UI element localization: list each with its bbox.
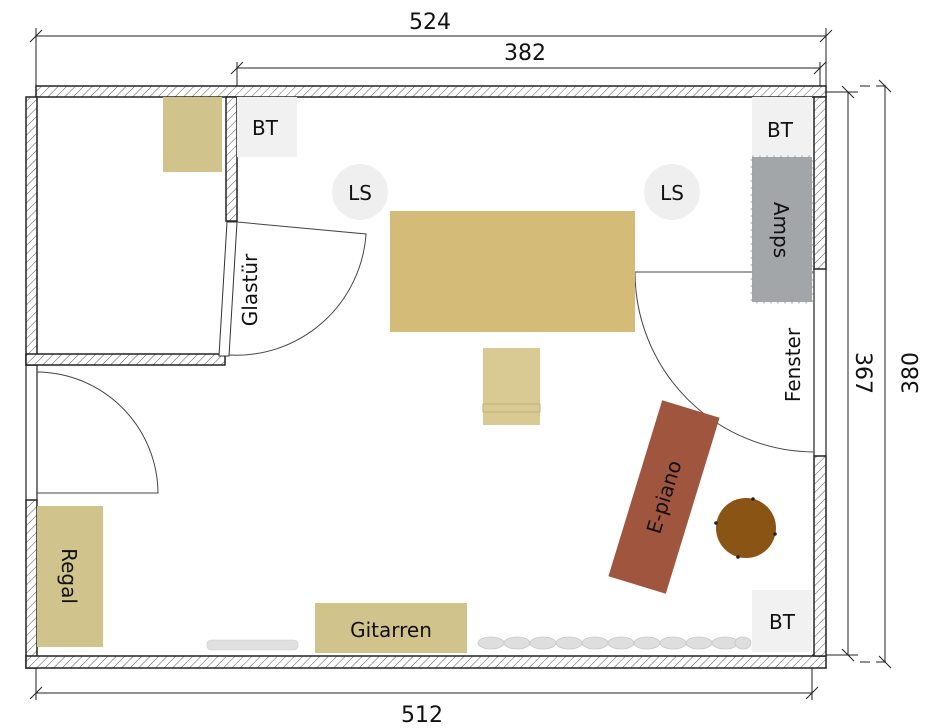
dimension-label-512: 512 [401, 703, 443, 728]
e-piano: E-piano [608, 400, 720, 594]
dimension-bottom-width [29, 668, 819, 700]
shelf: Regal [37, 506, 103, 647]
stool [714, 497, 777, 559]
wall-right-upper [813, 96, 827, 270]
bt-label: BT [767, 118, 794, 142]
dimension-label-382: 382 [504, 41, 546, 66]
wall-right-lower [813, 455, 827, 657]
openings [25, 269, 827, 500]
dimension-label-367: 367 [850, 352, 875, 394]
amps-label: Amps [769, 202, 793, 258]
bt-label: BT [769, 610, 796, 634]
guitars: Gitarren [315, 603, 467, 653]
glass-door-leaf[interactable] [218, 221, 238, 357]
shelf-label: Regal [57, 548, 81, 604]
desk [390, 211, 635, 332]
speaker-right: LS [644, 164, 700, 220]
speaker-label: LS [660, 181, 684, 205]
dimension-label-380: 380 [899, 352, 924, 394]
glass-door-label: Glastür [238, 253, 262, 326]
guitars-label: Gitarren [350, 618, 432, 642]
bt-marker-bottom-right: BT [752, 590, 812, 652]
chair [482, 348, 541, 425]
walls [25, 85, 827, 669]
dimension-outer-height [860, 79, 892, 669]
dimension-total-width [29, 28, 833, 88]
wall-left-lower [25, 499, 38, 669]
dimension-label-524: 524 [409, 10, 451, 35]
glass-door-swing [228, 221, 367, 356]
amps: Amps [750, 155, 814, 304]
entry-door-swing[interactable] [36, 371, 159, 494]
window-label: Fenster [781, 327, 805, 402]
pedals-left [206, 639, 299, 651]
wall-bottom [25, 655, 827, 669]
wall-inner-horizontal [25, 353, 226, 366]
wall-inner-vertical [225, 96, 238, 222]
speaker-left: LS [332, 164, 388, 220]
bt-marker-top-left: BT [237, 97, 297, 157]
pedals-right [477, 636, 752, 650]
wall-left-upper [25, 96, 38, 366]
bt-label: BT [252, 116, 279, 140]
bt-marker-top-right: BT [752, 97, 812, 159]
cabinet [163, 97, 222, 172]
speaker-label: LS [348, 181, 372, 205]
wall-top [35, 85, 827, 98]
